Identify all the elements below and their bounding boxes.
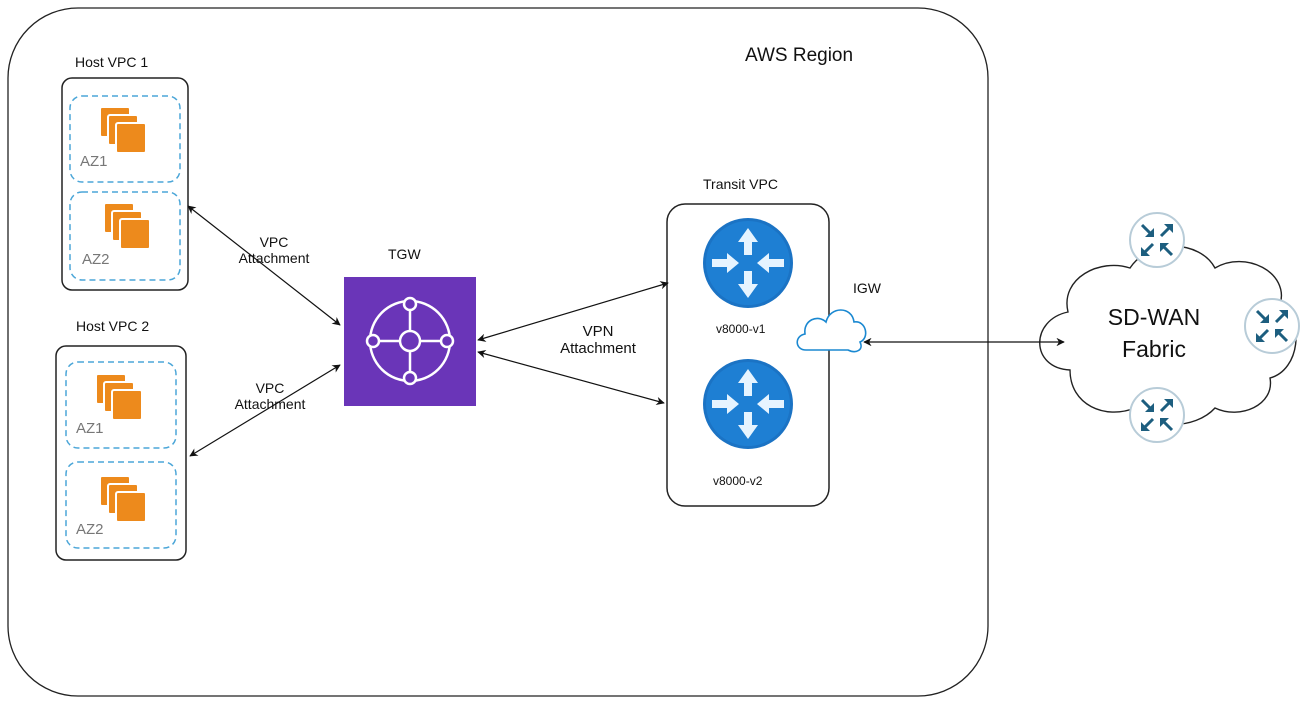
tgw-label: TGW [388,246,421,262]
sdwan-line1: SD-WAN [1107,304,1201,330]
router-icon [703,218,793,308]
host-vpc-2-label: Host VPC 2 [76,318,150,334]
transit-vpc-label: Transit VPC [703,176,778,192]
vpn-attachment-line2: Attachment [560,340,636,357]
sdwan-line2: Fabric [1122,336,1186,362]
tgw-v1-link [477,281,669,342]
vpn-attachment-label: VPN Attachment [546,323,650,357]
igw-cloud-icon [796,309,867,353]
vpc-attachment-2-line1: VPC [255,380,285,396]
aws-region-label: AWS Region [745,45,854,66]
vpc-attachment-1-line1: VPC [259,234,289,250]
host-vpc-1-box [61,77,189,291]
vpc-attachment-2-line2: Attachment [234,396,306,412]
host-vpc-1-label: Host VPC 1 [75,54,149,70]
vpc2-tgw-link [189,364,341,457]
host-vpc-2-az2-box [65,461,177,549]
sdwan-fabric-label: SD-WAN Fabric [1080,301,1228,365]
transit-vpc-box [666,203,830,507]
az1-label: AZ1 [76,420,104,437]
igw-label: IGW [853,280,881,296]
vpc-attachment-2-label: VPC Attachment [222,380,318,412]
vpn-attachment-line1: VPN [582,323,614,340]
vpc-attachment-1-line2: Attachment [238,250,310,266]
router-v2-label: v8000-v2 [713,474,763,488]
aws-region-boundary [7,7,989,697]
ec2-instances-icon [99,475,147,523]
sdwan-router-icon [1243,297,1301,355]
vpc-attachment-1-label: VPC Attachment [226,234,322,266]
ec2-instances-icon [99,106,147,154]
host-vpc-1-az1-box [69,95,181,183]
tgw-icon [344,277,476,406]
az2-label: AZ2 [76,521,104,538]
router-v1-label: v8000-v1 [716,322,766,336]
router-icon [703,359,793,449]
host-vpc-2-az1-box [65,361,177,449]
ec2-instances-icon [103,202,151,250]
sdwan-router-icon [1128,386,1186,444]
host-vpc-2-box [55,345,187,561]
sdwan-router-icon [1128,211,1186,269]
vpc1-tgw-link [187,205,341,326]
az2-label: AZ2 [82,251,110,268]
tgw-v2-link [477,349,665,406]
az1-label: AZ1 [80,153,108,170]
ec2-instances-icon [95,373,143,421]
host-vpc-1-az2-box [69,191,181,281]
